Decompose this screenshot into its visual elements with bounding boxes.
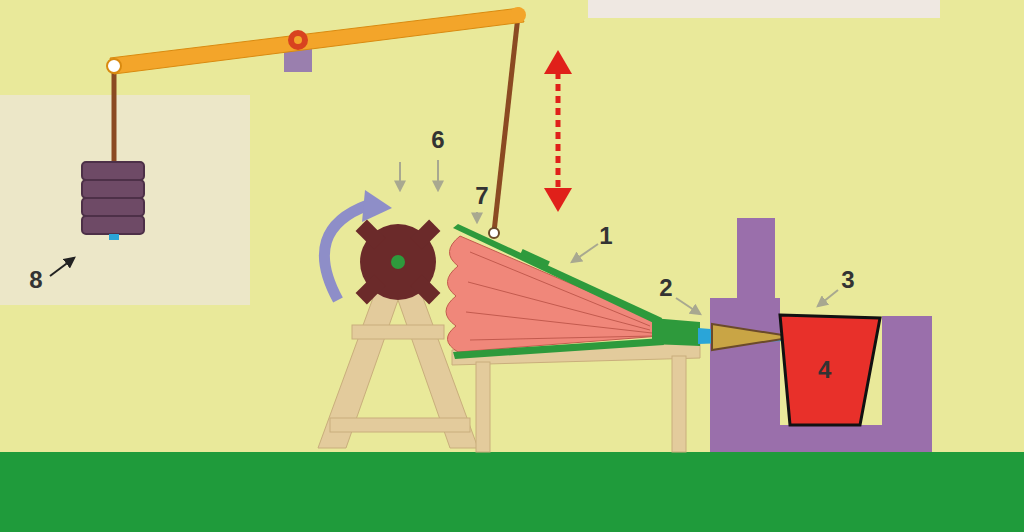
callout-number: 2 — [659, 276, 672, 300]
fold-lines — [466, 252, 652, 340]
bellows-board — [453, 338, 664, 359]
rod-joint — [489, 228, 499, 238]
furnace-base — [775, 425, 885, 452]
pivot — [288, 30, 308, 50]
furnace-wall — [882, 316, 932, 452]
bellows-folds — [446, 236, 660, 352]
rope — [112, 68, 117, 164]
stand-bar — [330, 418, 470, 432]
cam-wheel — [356, 220, 441, 305]
motion-arrow — [544, 50, 572, 212]
ground — [0, 452, 1024, 532]
rotation-arrow — [324, 205, 368, 300]
leader-arrow — [50, 258, 74, 276]
board-block — [520, 249, 550, 267]
crucible-shape — [780, 315, 880, 425]
pale-panel — [0, 95, 250, 305]
lever-beam — [110, 8, 524, 74]
chimney — [737, 218, 775, 298]
bellows — [446, 224, 795, 359]
callout-number: 6 — [431, 128, 444, 152]
callout-number: 1 — [599, 224, 612, 248]
bellows-board — [453, 224, 662, 326]
crucible: 4 — [778, 313, 882, 427]
stand-bar — [352, 325, 444, 339]
pale-panel — [588, 0, 940, 18]
pivot-pin — [294, 36, 302, 44]
rod — [494, 16, 518, 232]
furnace-wall — [710, 298, 780, 452]
callout-number: 7 — [475, 184, 488, 208]
wheel-hub — [391, 255, 405, 269]
callout-number: 3 — [841, 268, 854, 292]
furnace — [710, 218, 932, 452]
table-leg — [672, 356, 686, 452]
beam-joint — [510, 7, 526, 23]
rotation-arrowhead — [362, 190, 392, 222]
part-number: 4 — [818, 358, 831, 382]
callout-number: 8 — [29, 268, 42, 292]
node-texts: 4 — [818, 358, 831, 382]
leader-arrows — [400, 160, 838, 314]
wheel-arms — [356, 220, 441, 305]
beam-joint — [107, 59, 121, 73]
weight-hook — [109, 234, 119, 240]
table — [452, 343, 700, 452]
table-leg — [476, 362, 490, 452]
weight-stack — [82, 162, 144, 234]
lever — [107, 7, 526, 238]
nozzle-block — [652, 318, 700, 346]
